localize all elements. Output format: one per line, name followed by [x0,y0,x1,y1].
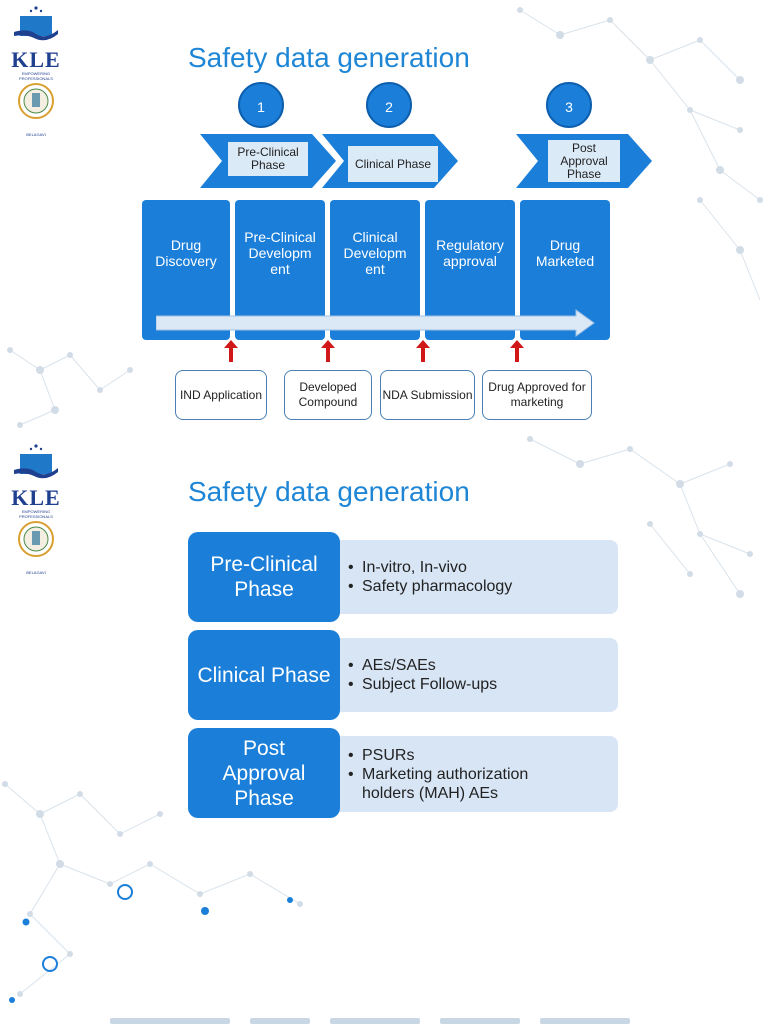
bullet-item: PSURs [348,746,618,765]
bullet-item: Marketing authorization holders (MAH) AE… [348,765,572,803]
bullet-item: AEs/SAEs [348,656,618,675]
kle-logo: KLE EMPOWERING PROFESSIONALS BELAGAVI [6,442,66,575]
phase-number-3: 3 [546,82,592,128]
phase-number-2: 2 [366,82,412,128]
phase-row-post-approval: Post Approval Phase PSURs Marketing auth… [188,728,618,818]
phase-label-1: Pre-Clinical Phase [228,142,308,176]
seal-icon [18,83,54,119]
hand-logo-icon [14,444,58,479]
milestone-nda-submission: NDA Submission [380,370,475,420]
logo-tagline: EMPOWERING PROFESSIONALS [19,71,53,81]
network-decoration [7,7,763,428]
phase-row-preclinical: Pre-Clinical Phase In-vitro, In-vivo Saf… [188,532,618,622]
seal-text: BELAGAVI [26,570,46,575]
network-decoration [2,436,753,1003]
bullet-item: Subject Follow-ups [348,675,618,694]
slide-title: Safety data generation [188,476,470,507]
logo-tagline: EMPOWERING PROFESSIONALS [19,509,53,519]
phase-label-2: Clinical Phase [348,146,438,182]
slide-1: KLE EMPOWERING PROFESSIONALS BELAGAVI Sa… [0,0,768,432]
next-slide-peek [110,1018,630,1024]
seal-icon [18,521,54,557]
kle-wordmark: KLE [11,485,61,510]
timeline-arrow [156,309,595,337]
red-up-arrow-2 [321,340,335,362]
red-up-arrow-4 [510,340,524,362]
bullet-item: Safety pharmacology [348,577,618,596]
phase-box: Post Approval Phase [188,728,340,818]
milestone-drug-approved: Drug Approved for marketing [482,370,592,420]
seal-text: BELAGAVI [26,132,46,137]
kle-logo: KLE EMPOWERING PROFESSIONALS BELAGAVI [6,4,66,137]
milestone-ind-application: IND Application [175,370,267,420]
milestone-developed-compound: Developed Compound [284,370,372,420]
phase-details: PSURs Marketing authorization holders (M… [328,736,618,812]
kle-wordmark: KLE [11,47,61,72]
bullet-item: In-vitro, In-vivo [348,558,618,577]
phase-row-clinical: Clinical Phase AEs/SAEs Subject Follow-u… [188,630,618,720]
phase-details: AEs/SAEs Subject Follow-ups [328,638,618,712]
phase-details: In-vitro, In-vivo Safety pharmacology [328,540,618,614]
slide-title: Safety data generation [188,42,470,73]
hand-logo-icon [14,6,58,41]
phase-box: Clinical Phase [188,630,340,720]
red-up-arrow-3 [416,340,430,362]
phase-label-3: Post Approval Phase [548,140,620,182]
phase-number-1: 1 [238,82,284,128]
slide-2: KLE EMPOWERING PROFESSIONALS BELAGAVI Sa… [0,434,768,1024]
phase-box: Pre-Clinical Phase [188,532,340,622]
red-up-arrow-1 [224,340,238,362]
